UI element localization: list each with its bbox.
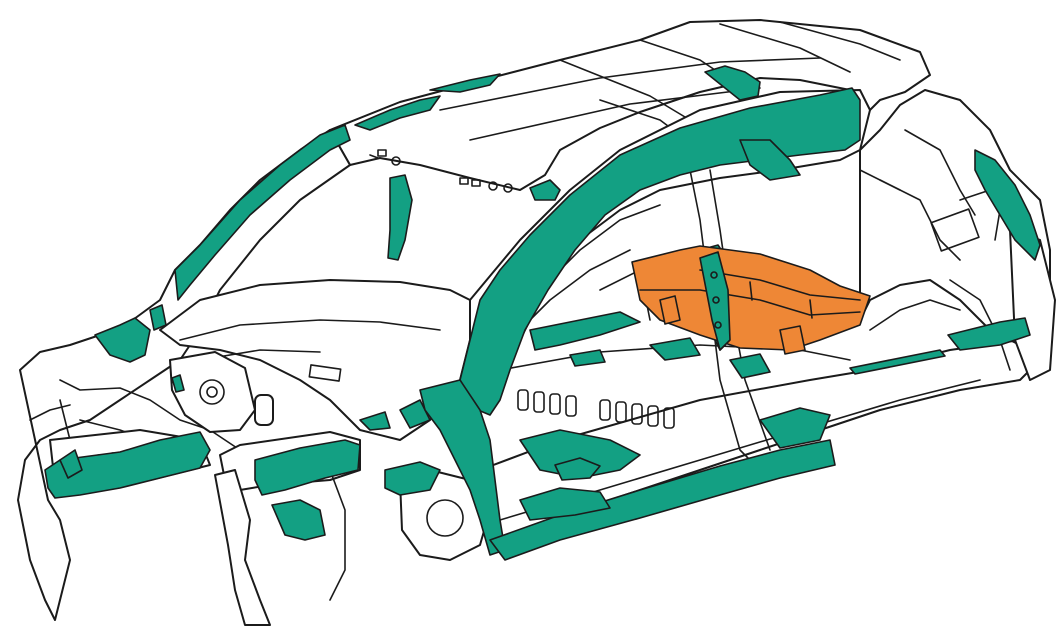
rear-quarter-strip (974, 149, 1041, 261)
reinforced-structure-regions (44, 65, 1041, 561)
b-pillar-trim (699, 251, 731, 351)
front-frame-rail (254, 439, 361, 496)
front-apron-left (44, 431, 211, 499)
a-pillar-outer (459, 87, 861, 416)
a-pillar-inner-strip (387, 174, 413, 261)
roof-rail-left (174, 124, 351, 301)
floor-crossmember-slots (517, 389, 675, 429)
side-sill (489, 439, 836, 561)
hinge-pillar (419, 379, 506, 556)
under-seat-battery-pack (631, 245, 871, 355)
